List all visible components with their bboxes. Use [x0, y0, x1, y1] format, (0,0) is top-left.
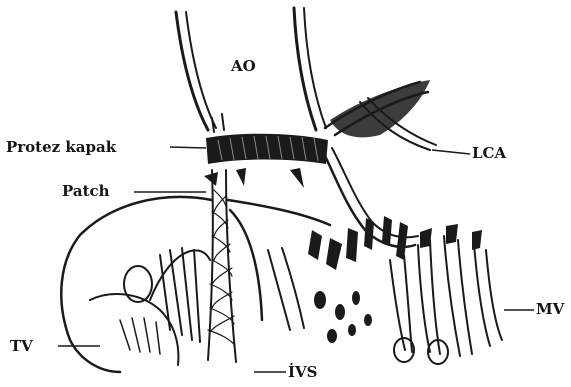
protez-kapak-leader: [170, 147, 206, 148]
left-ventricle: [228, 200, 408, 343]
label-lca: LCA: [472, 144, 506, 162]
label-ao: AO: [230, 57, 256, 75]
label-ivs: İVS: [288, 362, 318, 381]
label-tv: TV: [10, 337, 33, 355]
mitral-valve: [390, 224, 502, 364]
left-coronary-artery: [322, 80, 436, 247]
lca-leader: [432, 150, 470, 154]
label-patch: Patch: [62, 182, 110, 200]
prosthetic-valve: [206, 114, 328, 188]
label-protez-kapak: Protez kapak: [6, 138, 117, 156]
label-mv: MV: [536, 300, 565, 318]
